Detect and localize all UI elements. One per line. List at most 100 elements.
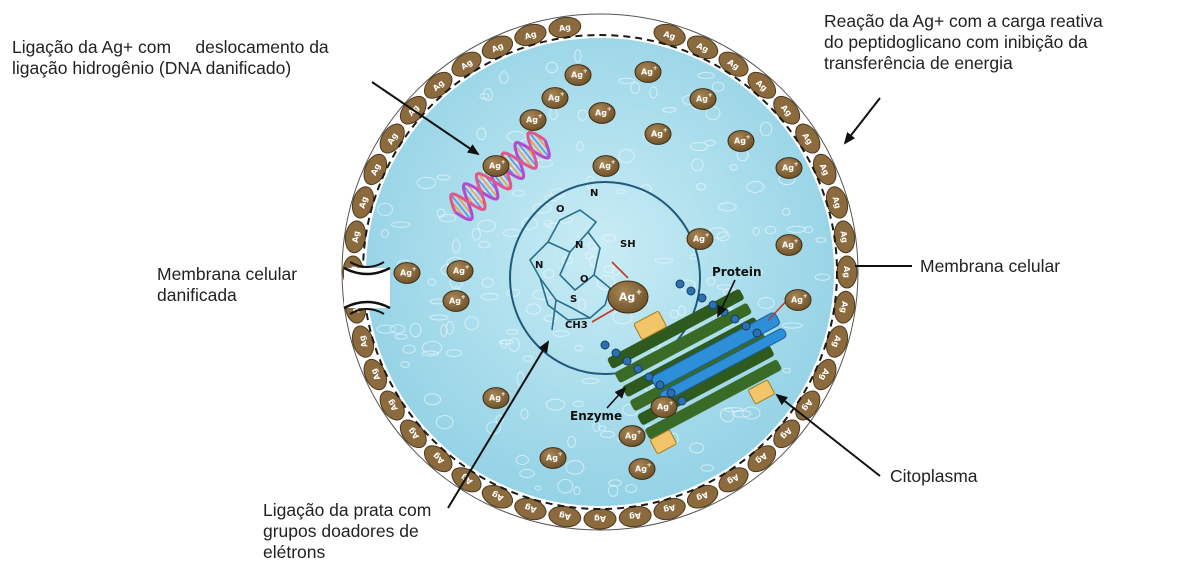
- ag-ion-label: Ag: [453, 267, 465, 276]
- ag-ion: Ag+: [776, 158, 802, 179]
- ag-ion-label: Ag: [571, 71, 583, 80]
- wall-ion-label: Ag: [839, 301, 850, 314]
- ag-ion: Ag+: [619, 426, 645, 447]
- ag-ion: Ag+: [542, 88, 568, 109]
- membrane-bead: [676, 280, 684, 288]
- ag-ion-label: Ag: [489, 162, 501, 171]
- atom-ch3: CH3: [565, 320, 588, 331]
- ag-ion: Ag+: [589, 103, 615, 124]
- ag-ion: Ag+: [520, 110, 546, 131]
- ag-ion: Ag+: [608, 281, 648, 313]
- ag-ion-label: Ag: [782, 241, 794, 250]
- damaged-membrane-channel: [344, 262, 390, 314]
- atom-sh: SH: [620, 239, 636, 250]
- membrane-bead: [612, 349, 620, 357]
- ag-ion-charge: +: [647, 462, 652, 469]
- ag-ion-label: Ag: [449, 297, 461, 306]
- membrane-bead: [601, 341, 609, 349]
- ag-ion-charge: +: [669, 400, 674, 407]
- ag-ion-charge: +: [558, 451, 563, 458]
- ag-ion-charge: +: [607, 106, 612, 113]
- ag-ion-charge: +: [794, 161, 799, 168]
- ag-ion-charge: +: [803, 293, 808, 300]
- ag-ion: Ag+: [447, 261, 473, 282]
- ag-ion-charge: +: [583, 68, 588, 75]
- ag-ion-label: Ag: [526, 116, 538, 125]
- ag-ion: Ag+: [483, 388, 509, 409]
- ag-ion-charge: +: [461, 294, 466, 301]
- protein-label: Protein: [712, 265, 762, 279]
- label-cytoplasm: Citoplasma: [890, 466, 978, 487]
- ag-ion-charge: +: [611, 159, 616, 166]
- label-ag-hydrogen: Ligação da Ag+ com deslocamento da ligaç…: [12, 37, 329, 79]
- ag-ion: Ag+: [645, 124, 671, 145]
- enzyme-label: Enzyme: [570, 409, 622, 423]
- ag-ion-label: Ag: [548, 94, 560, 103]
- ag-ion-label: Ag: [641, 68, 653, 77]
- ag-ion-charge: +: [412, 266, 417, 273]
- ag-ion-label: Ag: [791, 296, 803, 305]
- atom-o-1: O: [556, 204, 565, 215]
- ag-ion: Ag+: [785, 290, 811, 311]
- atom-n-1: N: [590, 188, 598, 199]
- arrow-wall: [845, 98, 880, 143]
- ag-ion-charge: +: [465, 264, 470, 271]
- atom-o-2: O: [580, 274, 589, 285]
- ag-ion-charge: +: [637, 429, 642, 436]
- ag-ion-label: Ag: [651, 130, 663, 139]
- wall-ion-label: Ag: [628, 511, 641, 522]
- membrane-bead: [645, 373, 653, 381]
- ag-ion: Ag+: [728, 131, 754, 152]
- ag-ion-label: Ag: [635, 465, 647, 474]
- label-silver-binding: Ligação da prata com grupos doadores de …: [263, 500, 431, 563]
- ag-ion: Ag+: [443, 291, 469, 312]
- ag-ion-label: Ag: [657, 403, 669, 412]
- ag-ion: Ag+: [629, 459, 655, 480]
- membrane-bead: [731, 315, 739, 323]
- ag-ion-charge: +: [746, 134, 751, 141]
- membrane-bead: [742, 322, 750, 330]
- label-peptidoglycan: Reação da Ag+ com a carga reativa do pep…: [824, 11, 1103, 74]
- ag-ion-charge: +: [636, 286, 643, 296]
- atom-n-3: N: [535, 260, 543, 271]
- membrane-bead: [698, 294, 706, 302]
- wall-ion-label: Ag: [558, 511, 571, 522]
- ag-ion-label: Ag: [489, 394, 501, 403]
- wall-pill: Ag: [584, 509, 616, 529]
- wall-ion-label: Ag: [594, 514, 606, 523]
- membrane-bead: [623, 357, 631, 365]
- membrane-bead: [634, 365, 642, 373]
- ag-ion-label: Ag: [625, 432, 637, 441]
- membrane-bead: [687, 287, 695, 295]
- ag-ion-charge: +: [501, 391, 506, 398]
- ag-ion-charge: +: [560, 91, 565, 98]
- wall-ion-label: Ag: [558, 23, 571, 34]
- wall-pill: Ag: [837, 256, 857, 288]
- ag-ion-label: Ag: [546, 454, 558, 463]
- ag-ion: Ag+: [651, 397, 677, 418]
- label-membrane: Membrana celular: [920, 256, 1060, 277]
- ag-ion: Ag+: [394, 263, 420, 284]
- ag-ion-label: Ag: [619, 291, 635, 304]
- ag-ion: Ag+: [690, 89, 716, 110]
- ag-ion: Ag+: [565, 65, 591, 86]
- ag-ion-label: Ag: [696, 95, 708, 104]
- ag-ion-charge: +: [538, 113, 543, 120]
- ag-ion: Ag+: [483, 156, 509, 177]
- ag-ion-label: Ag: [595, 109, 607, 118]
- ag-ion-charge: +: [794, 238, 799, 245]
- ag-ion-charge: +: [708, 92, 713, 99]
- ag-ion-label: Ag: [693, 235, 705, 244]
- ag-ion-charge: +: [501, 159, 506, 166]
- ag-ion: Ag+: [635, 62, 661, 83]
- ag-ion-charge: +: [705, 232, 710, 239]
- ag-ion: Ag+: [540, 448, 566, 469]
- ag-ion-label: Ag: [734, 137, 746, 146]
- membrane-bead: [709, 301, 717, 309]
- membrane-bead: [678, 397, 686, 405]
- ag-ion: Ag+: [593, 156, 619, 177]
- atom-s: S: [570, 294, 577, 305]
- membrane-bead: [753, 329, 761, 337]
- wall-ion-label: Ag: [351, 230, 362, 243]
- wall-ion-label: Ag: [839, 230, 850, 243]
